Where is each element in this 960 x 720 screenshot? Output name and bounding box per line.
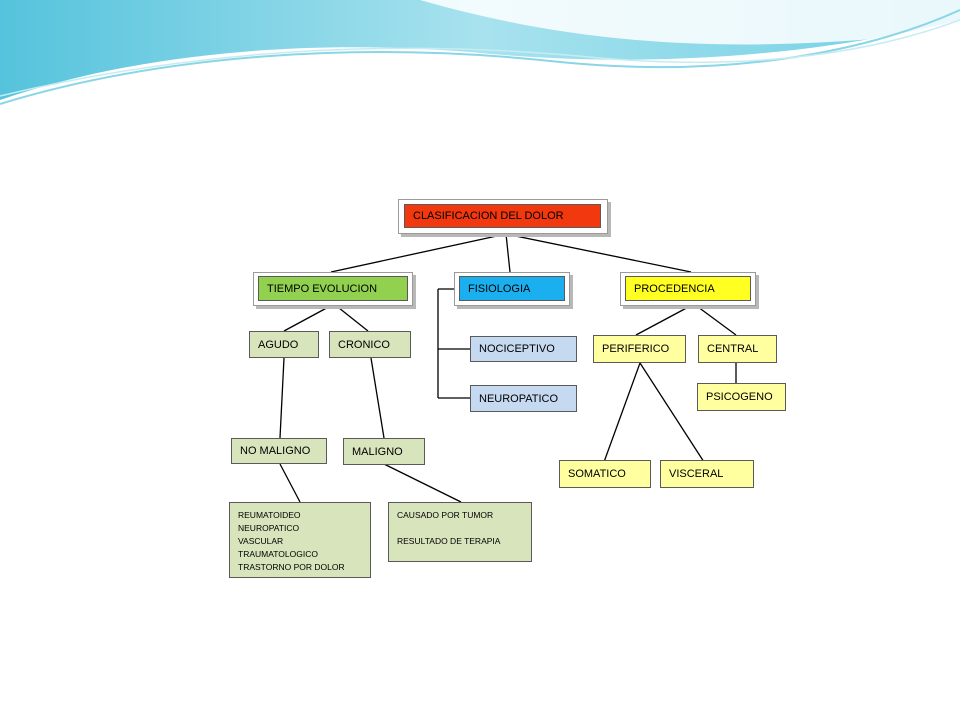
nociceptivo-node: NOCICEPTIVO [470,336,577,362]
no-maligno-node: NO MALIGNO [231,438,327,464]
tiempo-evolucion-node: TIEMPO EVOLUCION [258,276,408,301]
maligno-list: CAUSADO POR TUMOR RESULTADO DE TERAPIA [388,502,532,562]
procedencia-node: PROCEDENCIA [625,276,751,301]
list-item: TRASTORNO POR DOLOR [238,562,345,572]
visceral-node: VISCERAL [660,460,754,488]
periferico-node: PERIFERICO [593,335,686,363]
psicogeno-node: PSICOGENO [697,383,786,411]
central-node: CENTRAL [698,335,777,363]
diagram-panel: CLASIFICACION DEL DOLOR TIEMPO EVOLUCION… [216,186,786,600]
list-item: VASCULAR [238,536,284,546]
somatico-node: SOMATICO [559,460,651,488]
cronico-node: CRONICO [329,331,411,358]
diagram-connectors [279,233,737,503]
agudo-node: AGUDO [249,331,319,358]
list-item: TRAUMATOLOGICO [238,549,318,559]
list-item: NEUROPATICO [238,523,300,533]
root-node: CLASIFICACION DEL DOLOR [404,204,601,228]
neuropatico-node: NEUROPATICO [470,385,577,412]
list-item: CAUSADO POR TUMOR [397,510,494,520]
decorative-wave-header [0,0,960,105]
no-maligno-list: REUMATOIDEO NEUROPATICO VASCULAR TRAUMAT… [229,502,371,578]
list-item [397,522,523,535]
fisiologia-node: FISIOLOGIA [459,276,565,301]
list-item: REUMATOIDEO [238,510,301,520]
maligno-node: MALIGNO [343,438,425,465]
list-item: RESULTADO DE TERAPIA [397,536,501,546]
